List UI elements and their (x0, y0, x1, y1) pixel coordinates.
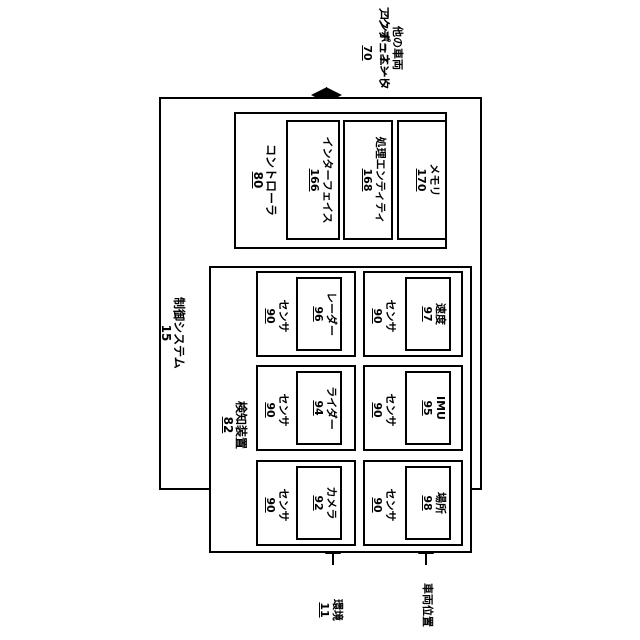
sensor-location-number: 90 (371, 485, 384, 525)
location-title: 場所 (434, 478, 447, 528)
sensor-lidar-label: センサ 90 (264, 390, 290, 430)
sensing-device-title: 検知装置 (234, 385, 247, 465)
interface-title: インターフェイス (321, 130, 334, 230)
other-vehicle-label: 他の車両 (391, 2, 404, 94)
sensor-lidar-title: センサ (277, 390, 290, 430)
sensor-camera-title: センサ (277, 485, 290, 525)
memory-number: 170 (415, 130, 428, 230)
sensor-location-title: センサ (384, 485, 397, 525)
sensor-lidar-number: 90 (264, 390, 277, 430)
imu-label: IMU 95 (421, 383, 447, 433)
environment-title: 環境 (331, 585, 344, 635)
radar-number: 96 (312, 289, 325, 339)
actuator-number: 70 (361, 38, 374, 68)
memory-label: メモリ 170 (415, 130, 441, 230)
sensor-imu-title: センサ (384, 390, 397, 430)
sensor-camera-number: 90 (264, 485, 277, 525)
lidar-number: 94 (312, 383, 325, 433)
lidar-title: ライダー (325, 383, 338, 433)
sensor-imu-label: センサ 90 (371, 390, 397, 430)
processing-label: 処理エンティティ 168 (361, 130, 387, 230)
sensor-speed-number: 90 (371, 296, 384, 336)
sensor-radar-title: センサ (277, 296, 290, 336)
radar-label: レーダー 96 (312, 289, 338, 339)
sensor-location-label: センサ 90 (371, 485, 397, 525)
camera-label: カメラ 92 (312, 478, 338, 528)
vehicle-position-title: 車両位置 (421, 570, 434, 640)
controller-title: コントローラ (264, 140, 277, 220)
sensor-radar-label: センサ 90 (264, 296, 290, 336)
controller-number: 80 (251, 140, 264, 220)
environment-number: 11 (318, 585, 331, 635)
control-system-title: 制御システム (172, 293, 185, 373)
controller-label: コントローラ 80 (251, 140, 277, 220)
other-components-label: 他の車両 コンポーネント (378, 2, 404, 94)
imu-number: 95 (421, 383, 434, 433)
sensor-speed-label: センサ 90 (371, 296, 397, 336)
imu-title: IMU (434, 383, 447, 433)
speed-label: 速度 97 (421, 289, 447, 339)
components-label: コンポーネント (378, 2, 391, 94)
processing-number: 168 (361, 130, 374, 230)
sensing-device-number: 82 (221, 385, 234, 465)
memory-title: メモリ (428, 130, 441, 230)
control-system-label: 制御システム 15 (159, 293, 185, 373)
sensor-imu-number: 90 (371, 390, 384, 430)
radar-title: レーダー (325, 289, 338, 339)
sensing-device-label: 検知装置 82 (221, 385, 247, 465)
interface-label: インターフェイス 166 (308, 130, 334, 230)
lidar-label: ライダー 94 (312, 383, 338, 433)
camera-number: 92 (312, 478, 325, 528)
speed-title: 速度 (434, 289, 447, 339)
speed-number: 97 (421, 289, 434, 339)
vehicle-position-label: 車両位置 (421, 570, 434, 640)
location-label: 場所 98 (421, 478, 447, 528)
location-number: 98 (421, 478, 434, 528)
camera-title: カメラ (325, 478, 338, 528)
control-system-number: 15 (159, 293, 172, 373)
sensor-speed-title: センサ (384, 296, 397, 336)
environment-label: 環境 11 (318, 585, 344, 635)
sensor-radar-number: 90 (264, 296, 277, 336)
interface-number: 166 (308, 130, 321, 230)
processing-title: 処理エンティティ (374, 130, 387, 230)
sensor-camera-label: センサ 90 (264, 485, 290, 525)
